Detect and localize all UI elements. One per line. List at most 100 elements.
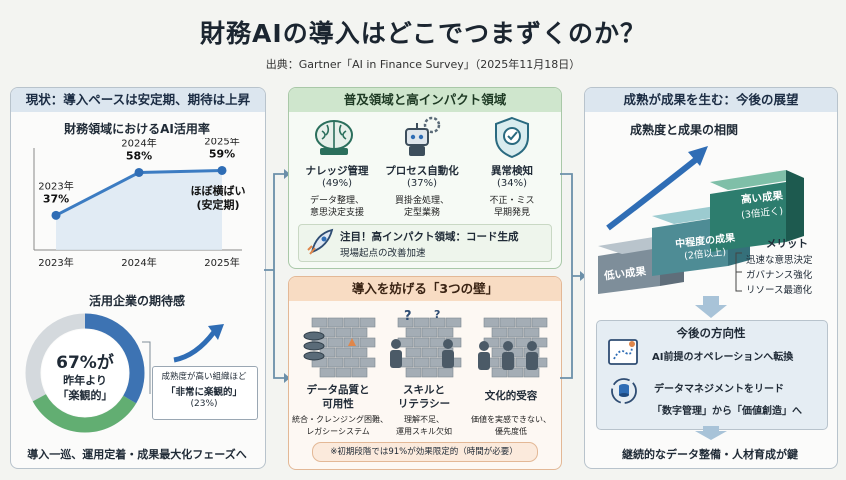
wall-brick (507, 327, 524, 338)
chart-title: 財務領域におけるAI活用率 (64, 122, 210, 136)
wall-brick (335, 367, 352, 378)
stairs-title: 成熟度と成果の相関 (629, 123, 738, 137)
wall-brick (343, 357, 360, 368)
wall-brick (413, 337, 430, 348)
wall-brick (335, 327, 352, 338)
warning-icon (348, 338, 356, 346)
database-disk (303, 351, 325, 361)
wall-brick (413, 357, 430, 368)
person-body (502, 352, 514, 370)
person-head (479, 341, 489, 351)
wall-brick (405, 347, 422, 358)
maturity-staircase (598, 146, 804, 294)
database-disk (303, 331, 325, 341)
wall-brick (327, 357, 344, 368)
wall-brick (405, 327, 422, 338)
wall-name2-skills: リテラシー (397, 398, 451, 410)
source-citation: 出典：Gartner「AI in Finance Survey」（2025年11… (265, 58, 581, 71)
barriers-header: 導入を妨げる「3つの壁」 (289, 277, 561, 301)
optimism-callout (152, 366, 258, 420)
wall-desc1-data: 統合・クレンジング困難、 (292, 415, 388, 424)
question-mark-icon: ? (434, 308, 440, 321)
wall-name1-data: データ品質と (306, 384, 370, 396)
chart-x-tick-label: 2025年 (204, 256, 239, 269)
right-footer: 継続的なデータ整備・人材育成が鍵 (622, 448, 798, 461)
callout-line1: 成熟度が高い組織ほど (161, 372, 247, 382)
area-name-knowledge: ナレッジ管理 (305, 165, 369, 177)
direction-item-2: データマネジメントをリード (654, 384, 784, 395)
area-pct-knowledge: (49%) (321, 178, 353, 189)
chart-data-year-label: 2025年 (204, 138, 239, 147)
barrier-note-box (312, 442, 538, 462)
chart-annotation-line1: ほぼ横ばい (191, 183, 246, 197)
area-desc1-anomaly: 不正・ミス (489, 196, 535, 206)
wall-brick (319, 367, 336, 378)
merit-title: メリット (766, 238, 808, 250)
wall-brick (437, 367, 454, 378)
database-disk (303, 341, 325, 351)
merit-item-1: 迅速な意思決定 (746, 255, 813, 266)
donut-big-text: 67%が (56, 353, 114, 373)
robot-icon (405, 116, 441, 156)
donut-segment-green (25, 313, 145, 433)
shield-check-icon (495, 116, 529, 159)
adoption-areas-header: 普及領域と高インパクト領域 (289, 88, 561, 112)
chart-data-value-label: 37% (43, 192, 69, 205)
wall-brick (327, 317, 344, 328)
wall-brick (311, 317, 328, 328)
wall-name2-data: 可用性 (322, 398, 354, 410)
wall-brick (437, 327, 454, 338)
person-head (443, 339, 453, 349)
flow-connector-right (560, 173, 586, 379)
wall-brick (515, 317, 532, 328)
wall-database-icon (303, 317, 376, 378)
barrier-note: ※初期段階では91%が効果限定的（時間が必要） (330, 447, 518, 457)
area-desc2-anomaly: 早期発見 (493, 208, 530, 218)
wall-name1-skills: スキルと (403, 384, 445, 396)
chart-data-value-label: 59% (209, 147, 235, 160)
chart-data-year-label: 2023年 (38, 179, 73, 192)
chart-point (134, 167, 144, 177)
wall-brick (397, 317, 414, 328)
rocket-icon (307, 228, 334, 255)
flow-connector-left (264, 169, 290, 383)
chart-data-year-label: 2024年 (121, 138, 156, 149)
wall-brick (531, 317, 548, 328)
area-desc1-knowledge: データ整理、 (309, 196, 364, 206)
wall-brick (483, 317, 500, 328)
wall-brick (413, 317, 430, 328)
question-mark-icon: ? (404, 309, 412, 324)
chart-x-tick-label: 2023年 (38, 256, 73, 269)
area-pct-anomaly: (34%) (496, 178, 528, 189)
area-desc1-automation: 買掛金処理、 (394, 196, 449, 206)
donut-connector (142, 341, 151, 394)
donut-segment-blue (25, 313, 145, 433)
brain-icon (315, 120, 353, 155)
highlight-line1: 注目！高インパクト領域：コード生成 (340, 231, 519, 243)
direction-item-1: AI前提のオペレーションへ転換 (652, 352, 794, 363)
chart-x-tick-label: 2024年 (121, 256, 156, 269)
area-desc2-knowledge: 意思決定支援 (309, 208, 364, 218)
person-body (390, 350, 402, 368)
wall-brick (421, 327, 438, 338)
wall-brick (359, 337, 376, 348)
merit-bracket (735, 252, 742, 292)
person-head (503, 341, 513, 351)
left-footer: 導入一巡、運用定着・成果最大化フェーズへ (27, 448, 247, 461)
wall-desc2-data: レガシーシステム (306, 427, 370, 436)
wall-brick (445, 317, 462, 328)
donut-line3: 「楽観的」 (57, 389, 113, 402)
wall-desc2-culture: 優先度低 (495, 427, 527, 436)
person-head (527, 341, 537, 351)
wall-brick (429, 337, 446, 348)
upward-arrow-icon (173, 324, 224, 363)
wall-brick (491, 367, 508, 378)
current-state-header: 現状：導入ペースは安定期、期待は上昇 (11, 88, 265, 112)
code-gen-highlight (298, 224, 552, 262)
chart-point (51, 210, 61, 220)
wall-desc1-skills: 理解不足、 (404, 415, 444, 424)
wall-brick (421, 347, 438, 358)
expectation-donut (25, 313, 145, 433)
wall-skills-icon: ?? (390, 308, 462, 378)
down-arrow-icon-2 (695, 426, 727, 440)
